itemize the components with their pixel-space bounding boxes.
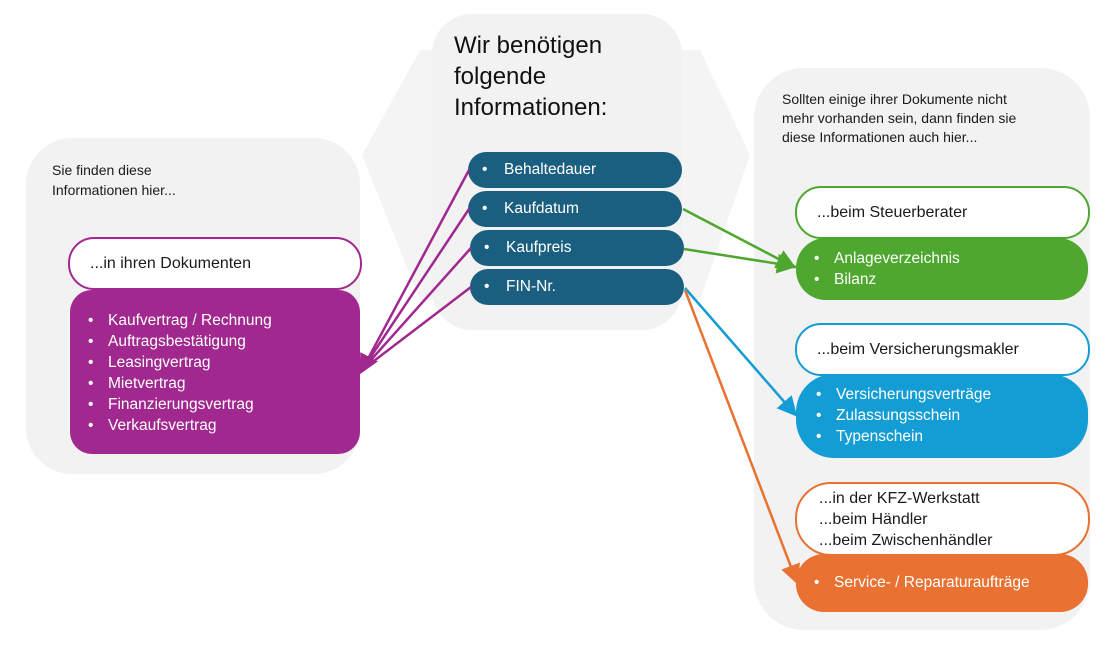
workshop-label: ...in der KFZ-Werkstatt ...beim Händler … (795, 482, 1090, 556)
connector-kaufdatum-tax-advisor (682, 207, 797, 269)
documents-list-box: Kaufvertrag / Rechnung Auftragsbestätigu… (70, 290, 360, 454)
connector-fin-workshop (683, 289, 800, 585)
connector-kaufpreis-documents (361, 247, 472, 371)
connector-kaufpreis-tax-advisor (683, 247, 797, 274)
list-item: Leasingvertrag (80, 352, 360, 373)
documents-source-label: ...in ihren Dokumenten (68, 237, 362, 290)
list-item: Zulassungsschein (808, 405, 1088, 426)
tax-advisor-label: ...beim Steuerberater (795, 186, 1090, 239)
connector-kaufdatum-documents (360, 208, 471, 371)
list-item: Bilanz (806, 269, 1088, 290)
center-title: Wir benötigen folgende Informationen: (454, 32, 608, 121)
list-item: Versicherungsverträge (808, 384, 1088, 405)
list-item: Verkaufsvertrag (80, 415, 360, 436)
insurance-broker-label: ...beim Versicherungsmakler (795, 323, 1090, 376)
right-caption: Sollten einige ihrer Dokumente nicht meh… (782, 91, 1017, 145)
list-item: Typenschein (808, 426, 1088, 447)
list-item: Auftragsbestätigung (80, 331, 360, 352)
info-item-kaufpreis: •Kaufpreis (470, 230, 684, 266)
left-caption: Sie finden diese Informationen hier... (52, 162, 176, 198)
info-item-kaufdatum: •Kaufdatum (468, 191, 682, 227)
connector-fin-insurance-broker (684, 287, 798, 417)
connector-behaltedauer-documents (359, 169, 471, 375)
connector-fin-documents (361, 286, 472, 371)
list-item: Finanzierungsvertrag (80, 394, 360, 415)
list-item: Service- / Reparaturaufträge (806, 572, 1088, 593)
info-item-behaltedauer: •Behaltedauer (468, 152, 682, 188)
tax-advisor-list-box: Anlageverzeichnis Bilanz (796, 238, 1088, 300)
insurance-broker-list-box: Versicherungsverträge Zulassungsschein T… (796, 374, 1088, 458)
list-item: Anlageverzeichnis (806, 248, 1088, 269)
list-item: Kaufvertrag / Rechnung (80, 310, 360, 331)
info-item-fin-nr: •FIN-Nr. (470, 269, 684, 305)
list-item: Mietvertrag (80, 373, 360, 394)
workshop-list-box: Service- / Reparaturaufträge (796, 554, 1088, 612)
